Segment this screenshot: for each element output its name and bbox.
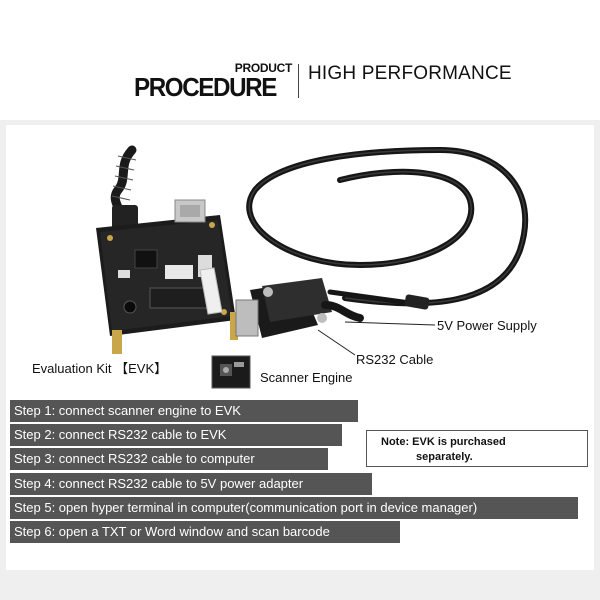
- header-title-block: PRODUCT PROCEDURE: [134, 62, 292, 102]
- evk-board: [96, 199, 238, 354]
- power-cable: [246, 146, 529, 307]
- step-3: Step 3: connect RS232 cable to computer: [10, 448, 328, 470]
- rs232-connector: [235, 278, 364, 338]
- content-panel-inner: [6, 125, 594, 570]
- evk-label: Evaluation Kit 【EVK】: [32, 361, 168, 376]
- step-6: Step 6: open a TXT or Word window and sc…: [10, 521, 400, 543]
- step-1: Step 1: connect scanner engine to EVK: [10, 400, 358, 422]
- step-5: Step 5: open hyper terminal in computer(…: [10, 497, 578, 519]
- note-line-1: Note: EVK is purchased: [381, 436, 506, 448]
- note-line-2: separately.: [416, 451, 473, 463]
- product-illustration: [96, 145, 529, 389]
- header-big-title: PROCEDURE: [134, 72, 277, 102]
- scanner-engine: [211, 355, 251, 389]
- header-subtitle: HIGH PERFORMANCE: [308, 63, 512, 84]
- header-divider: [298, 64, 299, 98]
- note-box: Note: EVK is purchased separately.: [366, 430, 588, 467]
- step-2: Step 2: connect RS232 cable to EVK: [10, 424, 342, 446]
- rs232-cable-label: RS232 Cable: [356, 352, 434, 367]
- scanner-engine-label: Scanner Engine: [260, 370, 353, 385]
- power-supply-label: 5V Power Supply: [437, 318, 537, 333]
- header-small-title: PRODUCT: [234, 61, 293, 75]
- step-4: Step 4: connect RS232 cable to 5V power …: [10, 473, 372, 495]
- header-banner: PRODUCT PROCEDURE HIGH PERFORMANCE: [0, 0, 600, 120]
